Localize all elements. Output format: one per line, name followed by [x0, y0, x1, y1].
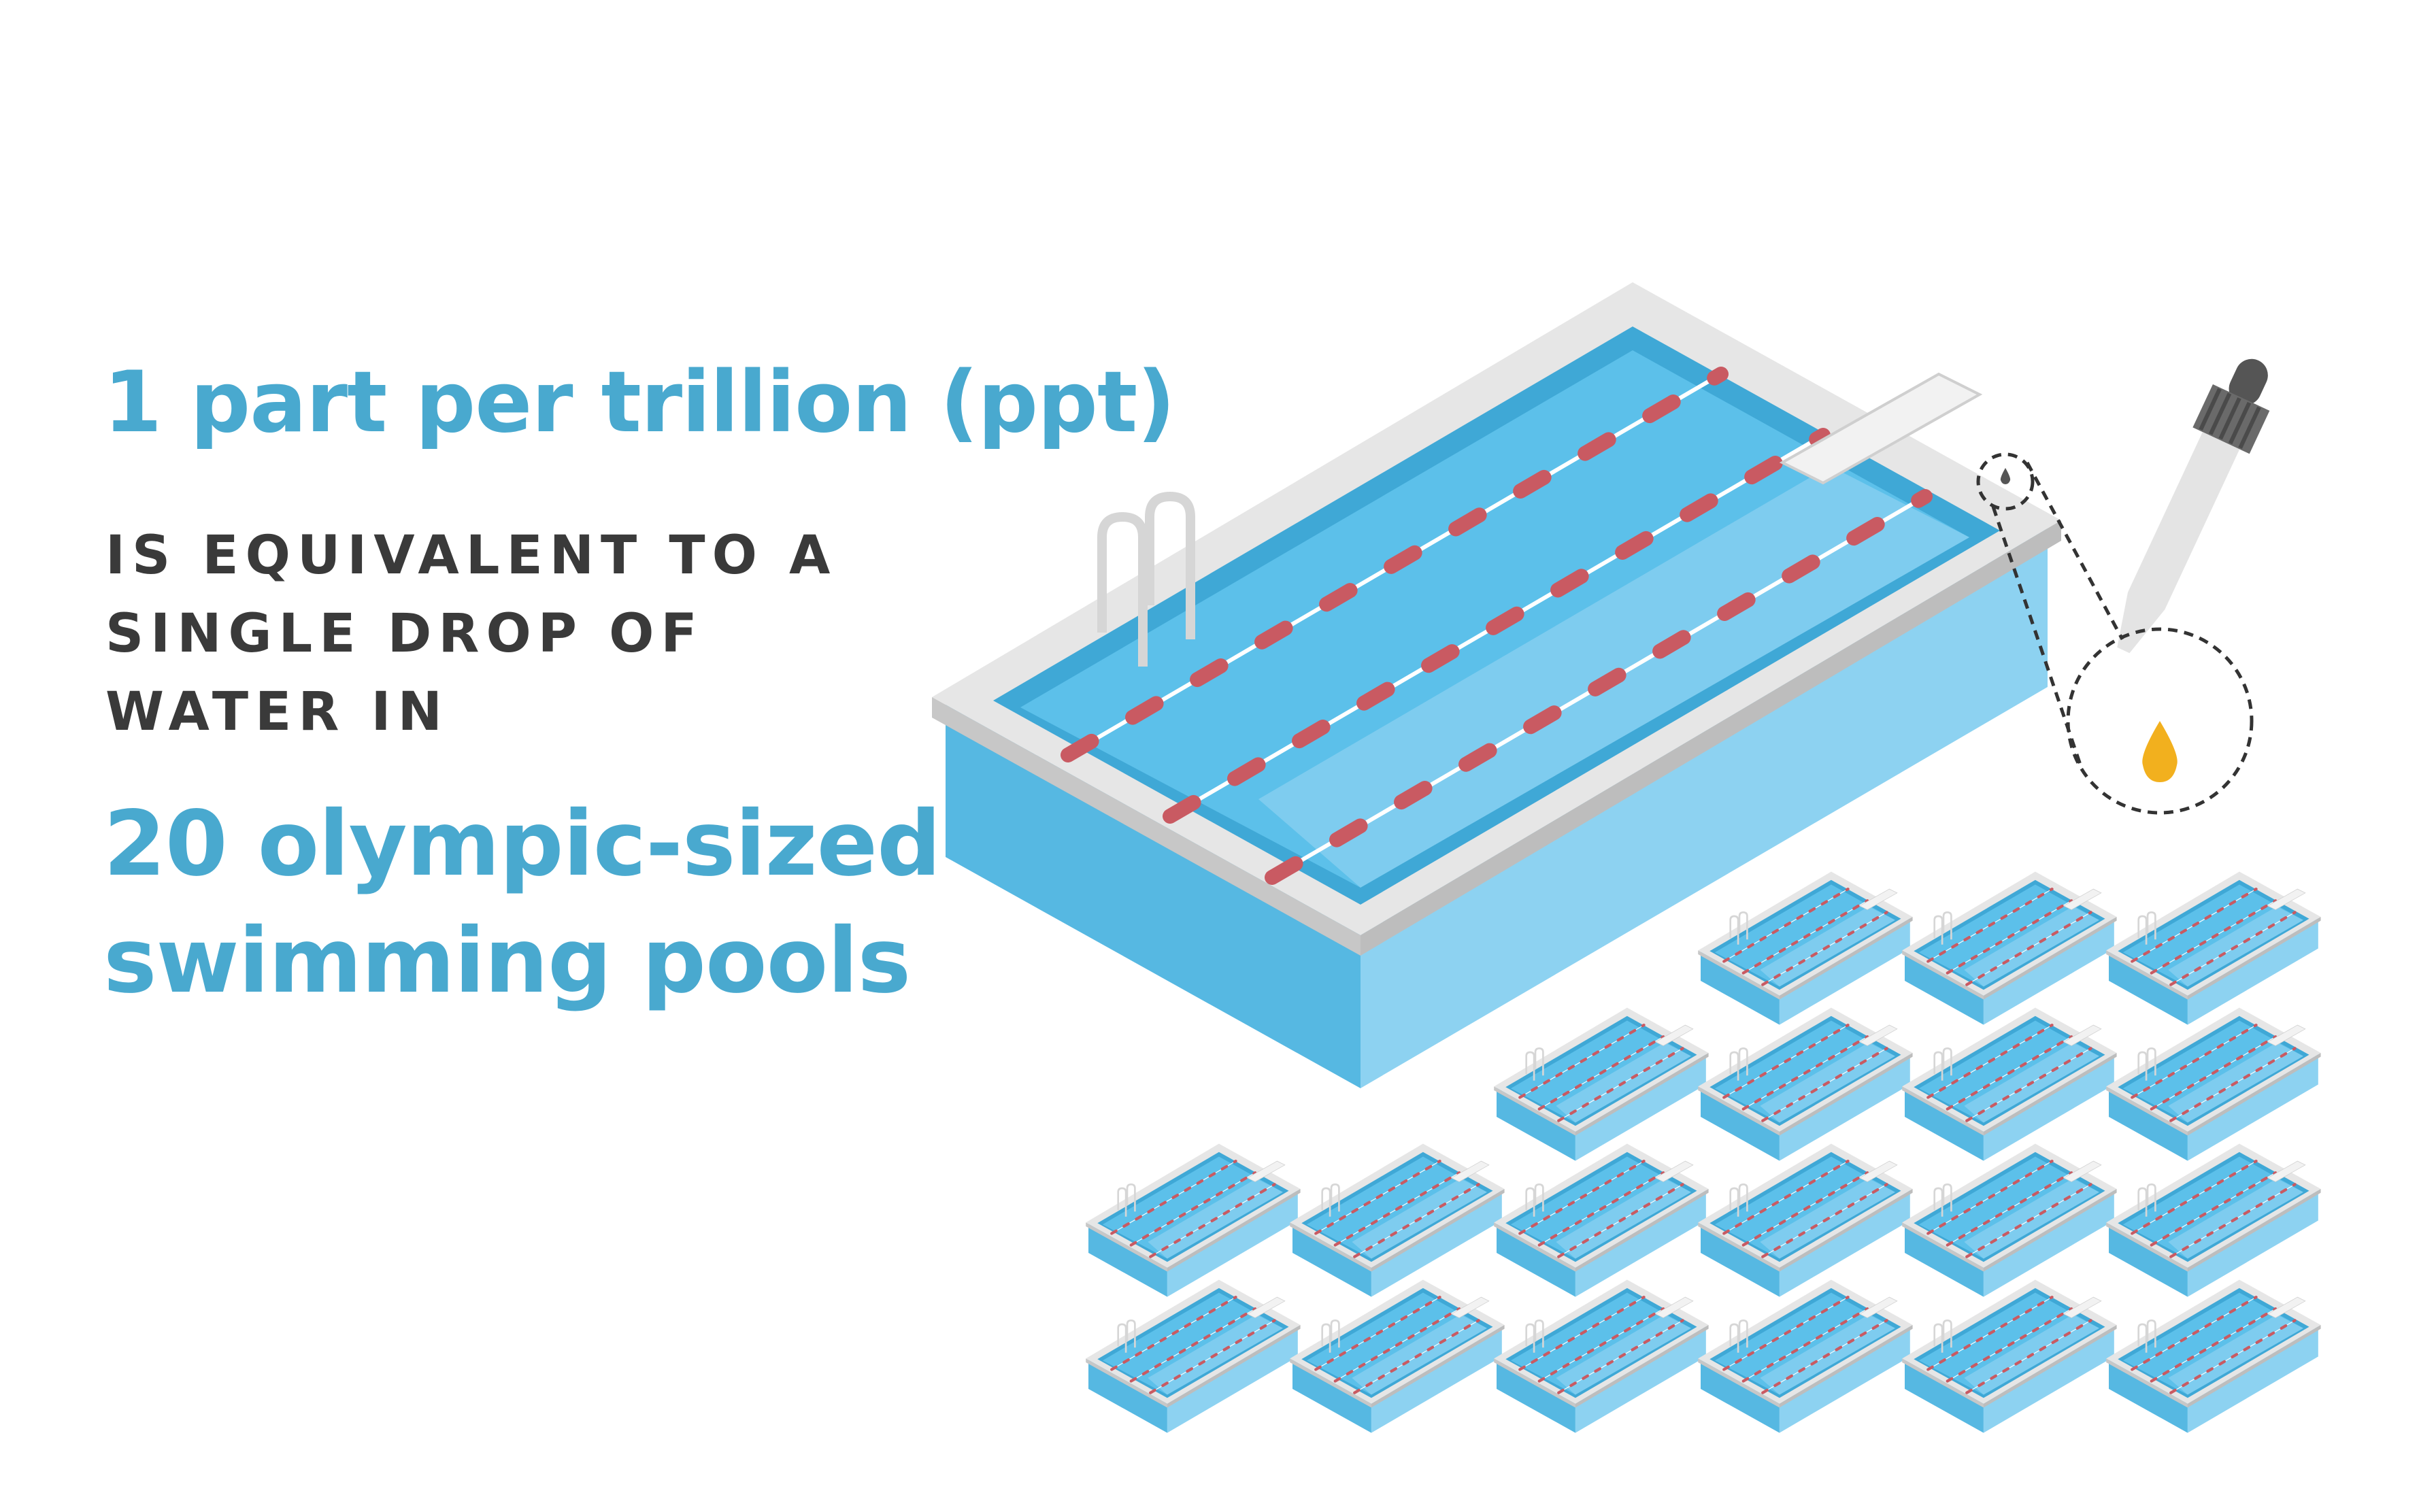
small-pool — [1902, 1143, 2116, 1296]
small-pool — [1290, 1143, 1504, 1296]
small-pool — [2106, 871, 2320, 1024]
pool-count-text: 20 olympic-sized swimming pools — [103, 786, 941, 1020]
emphasis-line: 20 olympic-sized — [103, 792, 941, 896]
body-line: WATER IN — [105, 682, 449, 743]
small-pools — [884, 871, 2321, 1432]
small-pool — [1086, 1279, 1300, 1432]
small-pool — [1902, 1279, 2116, 1432]
small-pool — [1698, 871, 1912, 1024]
large-pool — [932, 282, 2061, 1088]
small-pool — [1086, 1143, 1300, 1296]
small-pool — [1698, 1007, 1912, 1160]
body-line: SINGLE DROP OF — [105, 603, 704, 665]
small-pool — [1698, 1279, 1912, 1432]
equivalence-text: IS EQUIVALENT TO A SINGLE DROP OF WATER … — [105, 517, 837, 752]
small-pool — [1494, 1007, 1708, 1160]
headline-ppt: 1 part per trillion (ppt) — [103, 354, 1175, 452]
small-pool — [1494, 1279, 1708, 1432]
small-pool — [1698, 1143, 1912, 1296]
small-pool — [2106, 1143, 2320, 1296]
small-pool — [1494, 1143, 1708, 1296]
emphasis-line: swimming pools — [103, 909, 911, 1013]
body-line: IS EQUIVALENT TO A — [105, 525, 837, 586]
small-pool — [1902, 1007, 2116, 1160]
small-pool — [1290, 1279, 1504, 1432]
small-pool — [2106, 1279, 2320, 1432]
dropper-icon — [2117, 358, 2270, 654]
small-pool — [1902, 871, 2116, 1024]
tiny-drop-icon — [2000, 468, 2011, 484]
small-pool — [2106, 1007, 2320, 1160]
water-drop-icon — [2142, 721, 2178, 782]
drop-magnifier — [1976, 452, 2254, 815]
